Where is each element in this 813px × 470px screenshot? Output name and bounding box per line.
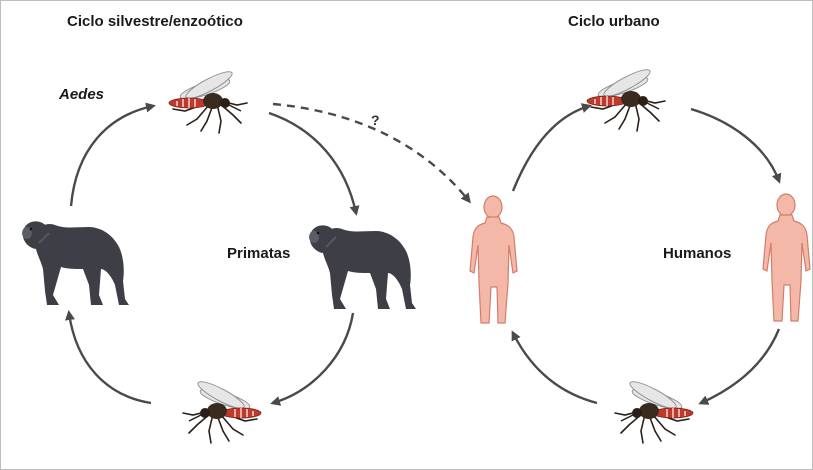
urban-cycle-arrows: [513, 106, 779, 403]
arrow-aedes-to-human-lower: [513, 333, 597, 403]
primate-icon: [309, 225, 416, 309]
mosquito-icon: [587, 65, 665, 131]
human-icon: [763, 194, 810, 321]
arrow-primate-to-aedes: [71, 106, 153, 206]
arrow-primate-to-aedes-lower: [273, 313, 353, 403]
arrow-aedes-to-human: [691, 109, 779, 181]
mosquito-icon: [169, 67, 247, 133]
mosquito-icon: [183, 377, 261, 443]
unknown-link-label: ?: [371, 112, 380, 128]
mosquito-icon: [615, 377, 693, 443]
human-icon: [470, 196, 517, 323]
arrow-aedes-to-primate-lower: [69, 313, 151, 403]
primate-icon: [22, 221, 129, 305]
arrow-human-to-aedes-lower: [701, 329, 779, 403]
arrow-human-to-aedes: [513, 106, 589, 191]
arrow-aedes-to-primate: [269, 113, 356, 213]
